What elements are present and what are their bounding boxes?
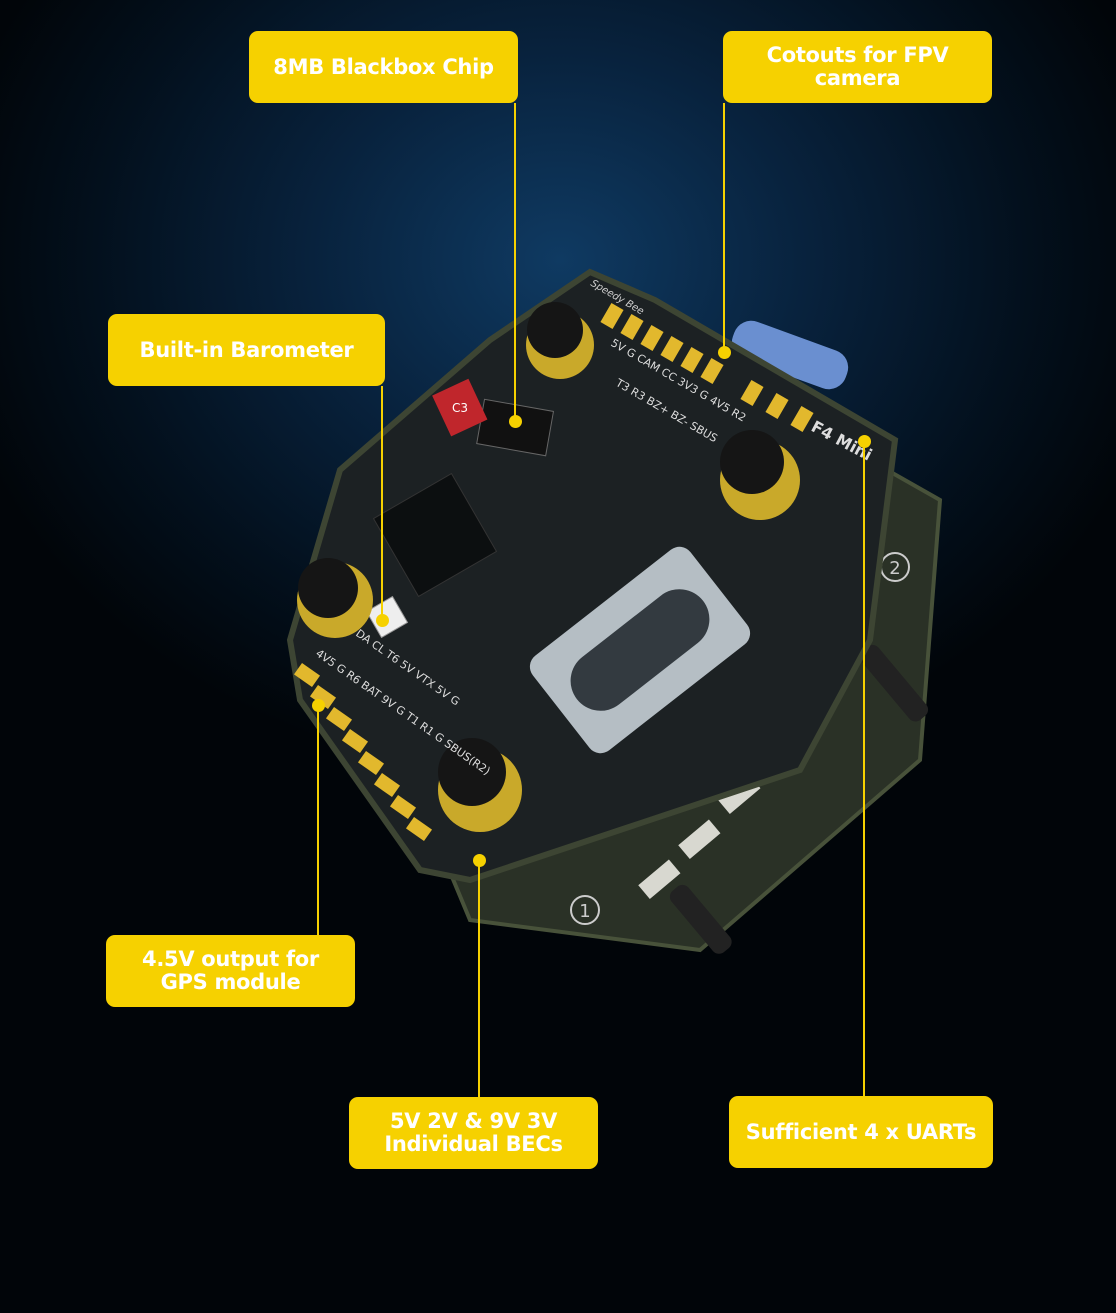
callout-blackbox-chip: 8MB Blackbox Chip (249, 31, 518, 103)
leader-dot-becs (473, 854, 486, 867)
usb-c-port (529, 546, 751, 754)
standoff-screw (859, 644, 929, 722)
leader-line-gps (317, 705, 319, 935)
callout-uarts: Sufficient 4 x UARTs (729, 1096, 993, 1168)
leader-dot-uarts (858, 435, 871, 448)
leader-line-blackbox (514, 103, 516, 421)
callout-barometer: Built-in Barometer (108, 314, 385, 386)
leader-dot-blackbox (509, 415, 522, 428)
flight-controller-board (286, 268, 899, 884)
esc-marker-2: 2 (889, 558, 900, 579)
callout-gps-output: 4.5V output for GPS module (106, 935, 355, 1007)
solder-pads-top (600, 302, 814, 433)
leader-dot-gps (312, 699, 325, 712)
leader-dot-camera (718, 346, 731, 359)
mcu-chip (372, 472, 498, 598)
red-capacitor (432, 378, 488, 437)
camera-wire-ribbon (731, 320, 849, 390)
leader-line-camera (723, 103, 725, 352)
leader-line-barometer (381, 386, 383, 620)
callout-camera-cutouts: Cotouts for FPV camera (723, 31, 992, 103)
standoff-screw (669, 884, 732, 954)
leader-dot-barometer (376, 614, 389, 627)
leader-line-becs (478, 860, 480, 1097)
mounting-standoffs (297, 302, 800, 832)
solder-pads-left (293, 662, 433, 842)
esc-marker-1-circle (570, 895, 600, 925)
callout-becs: 5V 2V & 9V 3V Individual BECs (349, 1097, 598, 1169)
chip-label: C3 (452, 401, 468, 415)
leader-line-uarts (863, 441, 865, 1096)
esc-marker-1: 1 (579, 901, 590, 922)
